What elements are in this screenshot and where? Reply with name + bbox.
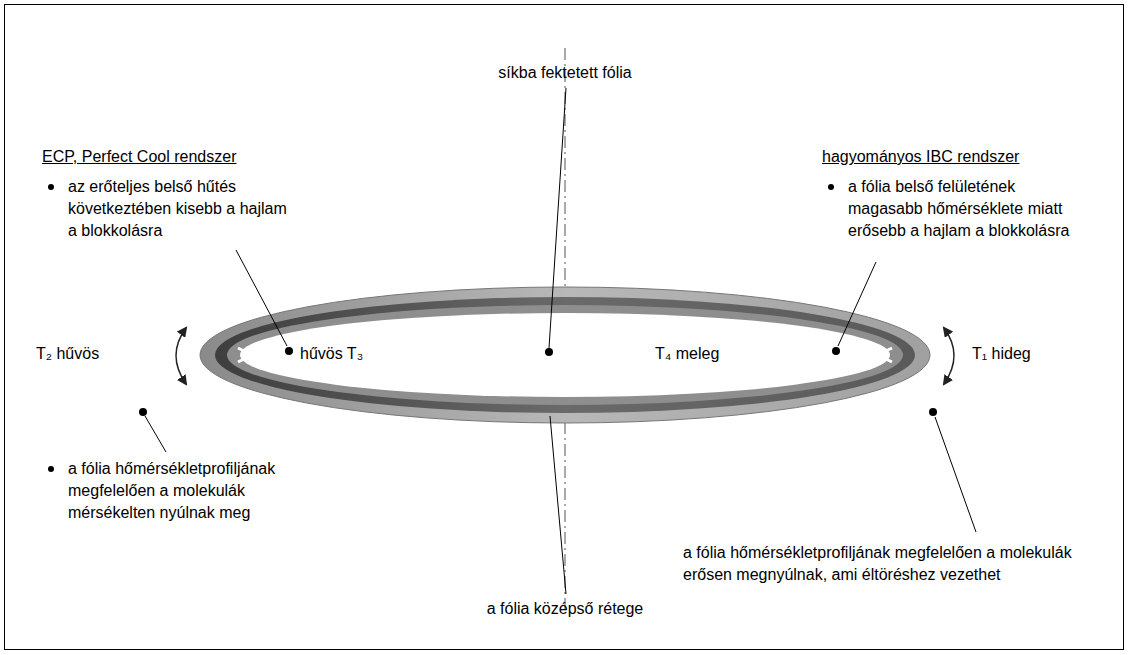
leader-dot bbox=[929, 408, 937, 416]
leader-dot bbox=[545, 348, 553, 356]
temperature-label: T₂ hűvös bbox=[36, 343, 146, 365]
leader-dot bbox=[139, 408, 147, 416]
inner-layer bbox=[227, 305, 903, 405]
leader-line bbox=[145, 416, 166, 452]
note-text: a fólia hőmérsékletprofiljának megfelelő… bbox=[68, 458, 313, 524]
note-text: az erőteljes belső hűtés következtében k… bbox=[68, 176, 296, 242]
system-heading: ECP, Perfect Cool rendszer bbox=[42, 146, 302, 168]
bullet bbox=[828, 184, 834, 190]
bullet bbox=[48, 184, 54, 190]
middle-layer bbox=[215, 297, 915, 413]
system-heading: hagyományos IBC rendszer bbox=[822, 146, 1082, 168]
fold-mark bbox=[238, 348, 252, 362]
fold-mark bbox=[878, 348, 892, 362]
bend-arrow bbox=[944, 328, 954, 384]
leader-line bbox=[550, 416, 566, 594]
leader-line bbox=[549, 88, 566, 348]
outer-layer bbox=[200, 287, 930, 423]
frame bbox=[5, 5, 1124, 650]
bullet bbox=[48, 466, 54, 472]
bend-arrow bbox=[176, 328, 186, 384]
note-text: a fólia belső felületének magasabb hőmér… bbox=[848, 176, 1088, 242]
temperature-label: T₄ meleg bbox=[655, 343, 765, 365]
temperature-label: hűvös T₃ bbox=[300, 343, 410, 365]
film-label: síkba fektetett fólia bbox=[415, 62, 715, 84]
temperature-label: T₁ hideg bbox=[972, 343, 1092, 365]
layer-label: a fólia középső rétege bbox=[415, 598, 715, 620]
leader-line bbox=[236, 250, 287, 346]
film-interior bbox=[240, 313, 890, 397]
leader-line bbox=[935, 417, 976, 532]
note-text: a fólia hőmérsékletprofiljának megfelelő… bbox=[683, 542, 1103, 586]
leader-dot bbox=[832, 347, 840, 355]
leader-line bbox=[838, 262, 876, 346]
leader-dot bbox=[285, 347, 293, 355]
